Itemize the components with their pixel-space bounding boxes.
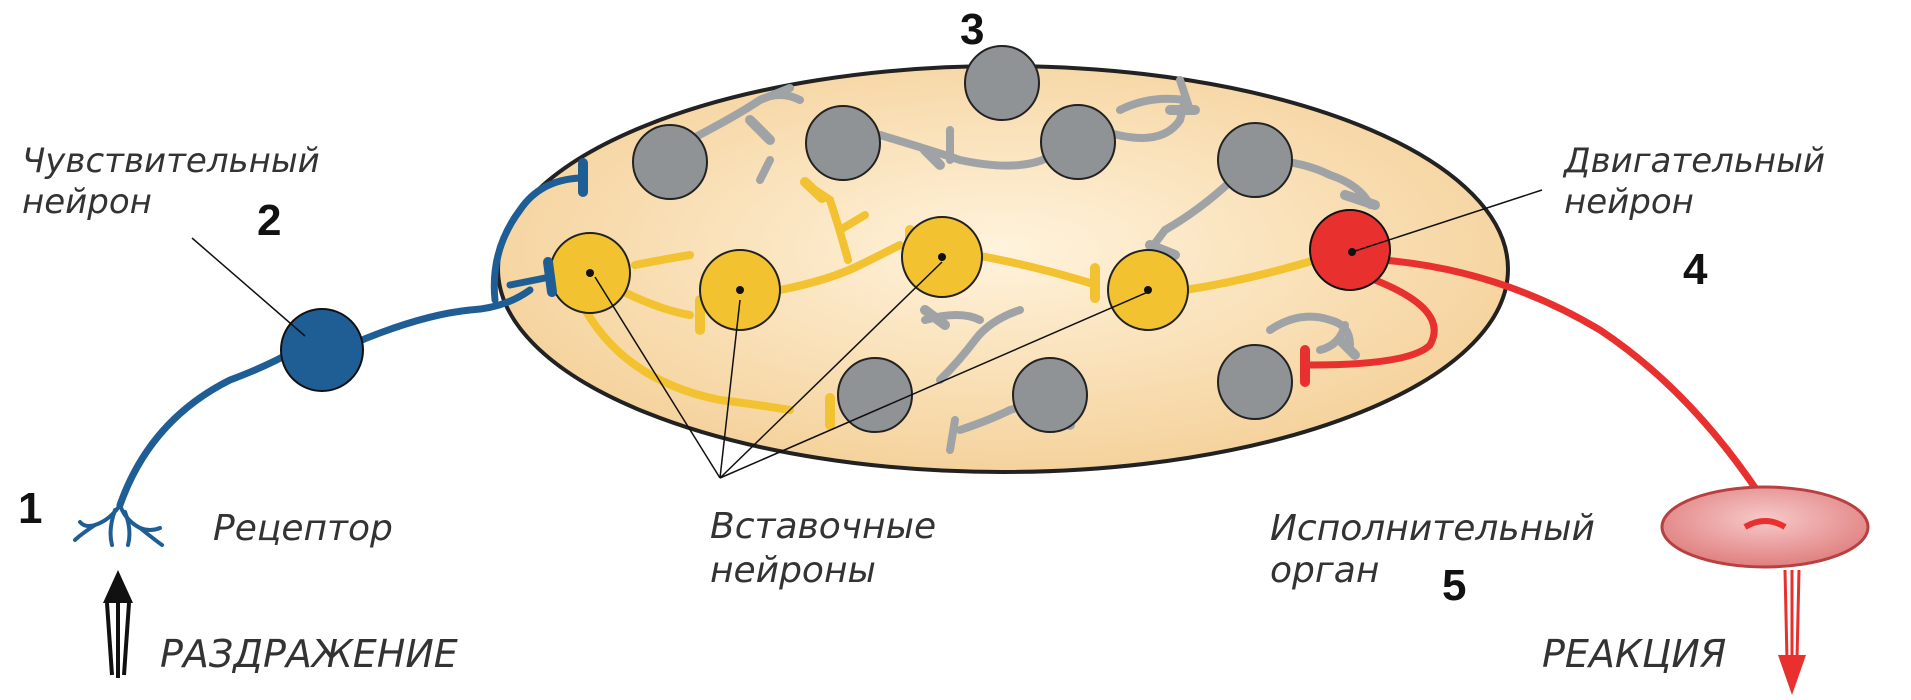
effector-label-line2: орган — [1270, 550, 1379, 591]
reaction-arrow-icon — [1778, 570, 1806, 695]
motor-neuron-label-line2: нейрон — [1564, 182, 1694, 222]
sensory-neuron-label-line1: Чувствительный — [22, 141, 320, 181]
sensory-neuron-body — [281, 309, 363, 391]
motor-neuron-label-line1: Двигательный — [1562, 141, 1825, 181]
sensory-neuron-label-line2: нейрон — [22, 182, 152, 222]
effector-label-line1: Исполнительный — [1270, 508, 1595, 549]
inactive-neuron — [1041, 105, 1115, 179]
reaction-label: РЕАКЦИЯ — [1542, 632, 1726, 676]
inactive-neuron — [838, 358, 912, 432]
receptor-label: Рецептор — [213, 508, 393, 549]
inactive-neuron — [1218, 345, 1292, 419]
number-3: 3 — [960, 5, 984, 54]
inactive-neuron — [1013, 358, 1087, 432]
receptor-icon — [75, 505, 162, 545]
inactive-neuron — [806, 106, 880, 180]
stimulus-arrow-icon — [103, 570, 133, 678]
number-4: 4 — [1683, 245, 1708, 294]
effector-organ — [1662, 487, 1868, 567]
inactive-neuron — [633, 125, 707, 199]
number-1: 1 — [18, 484, 42, 533]
number-5: 5 — [1442, 561, 1466, 610]
inactive-neuron — [1218, 123, 1292, 197]
inactive-neuron — [965, 46, 1039, 120]
interneurons-label-line1: Вставочные — [710, 506, 936, 547]
stimulus-label: РАЗДРАЖЕНИЕ — [160, 632, 458, 676]
number-2: 2 — [257, 196, 281, 245]
interneurons-label-line2: нейроны — [710, 550, 876, 591]
